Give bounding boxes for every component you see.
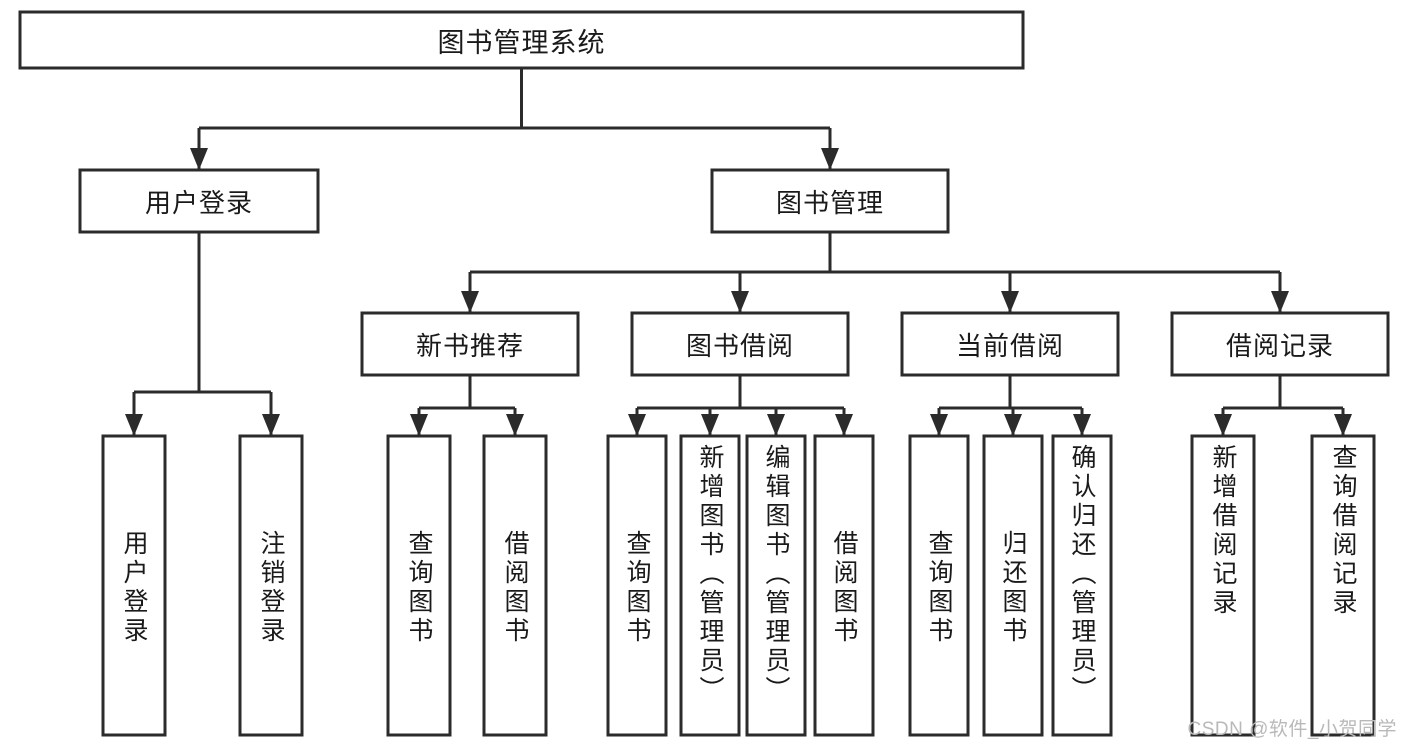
node-box-leaf-return-book[interactable] — [982, 434, 1044, 737]
arrow-head-icon — [125, 414, 143, 436]
arrow-head-icon — [821, 148, 839, 170]
node-box-current-borrow[interactable] — [900, 311, 1120, 377]
arrow-head-icon — [461, 291, 479, 313]
node-box-book-manage[interactable] — [710, 168, 950, 234]
node-box-user-login[interactable] — [78, 168, 320, 234]
arrow-head-icon — [1214, 414, 1232, 436]
arrow-head-icon — [410, 414, 428, 436]
connectors-layer — [125, 68, 1352, 436]
node-box-leaf-add-borrow-record[interactable] — [1190, 434, 1256, 737]
node-box-leaf-add-book-admin[interactable] — [679, 434, 741, 737]
node-box-leaf-query-book-3[interactable] — [908, 434, 970, 737]
boxes-layer — [18, 10, 1390, 737]
arrow-head-icon — [1001, 291, 1019, 313]
node-box-borrow-record[interactable] — [1170, 311, 1390, 377]
node-box-book-borrow[interactable] — [630, 311, 850, 377]
arrow-head-icon — [767, 414, 785, 436]
arrow-head-icon — [190, 148, 208, 170]
arrow-head-icon — [628, 414, 646, 436]
node-box-leaf-logout[interactable] — [238, 434, 304, 737]
node-box-leaf-query-book-2[interactable] — [606, 434, 668, 737]
arrow-head-icon — [731, 291, 749, 313]
arrow-head-icon — [1004, 414, 1022, 436]
arrow-head-icon — [701, 414, 719, 436]
arrow-head-icon — [1073, 414, 1091, 436]
arrow-head-icon — [262, 414, 280, 436]
node-box-leaf-borrow-book-2[interactable] — [813, 434, 875, 737]
arrow-head-icon — [1334, 414, 1352, 436]
arrow-head-icon — [1271, 291, 1289, 313]
node-box-leaf-edit-book-admin[interactable] — [745, 434, 807, 737]
node-box-leaf-query-borrow-record[interactable] — [1310, 434, 1376, 737]
node-box-leaf-user-login[interactable] — [101, 434, 167, 737]
node-box-leaf-query-book-1[interactable] — [386, 434, 452, 737]
arrow-head-icon — [506, 414, 524, 436]
node-box-root[interactable] — [18, 10, 1025, 70]
arrow-head-icon — [835, 414, 853, 436]
node-box-leaf-borrow-book-1[interactable] — [482, 434, 548, 737]
node-box-leaf-confirm-return-admin[interactable] — [1051, 434, 1113, 737]
arrow-head-icon — [930, 414, 948, 436]
node-box-new-book-rec[interactable] — [360, 311, 580, 377]
